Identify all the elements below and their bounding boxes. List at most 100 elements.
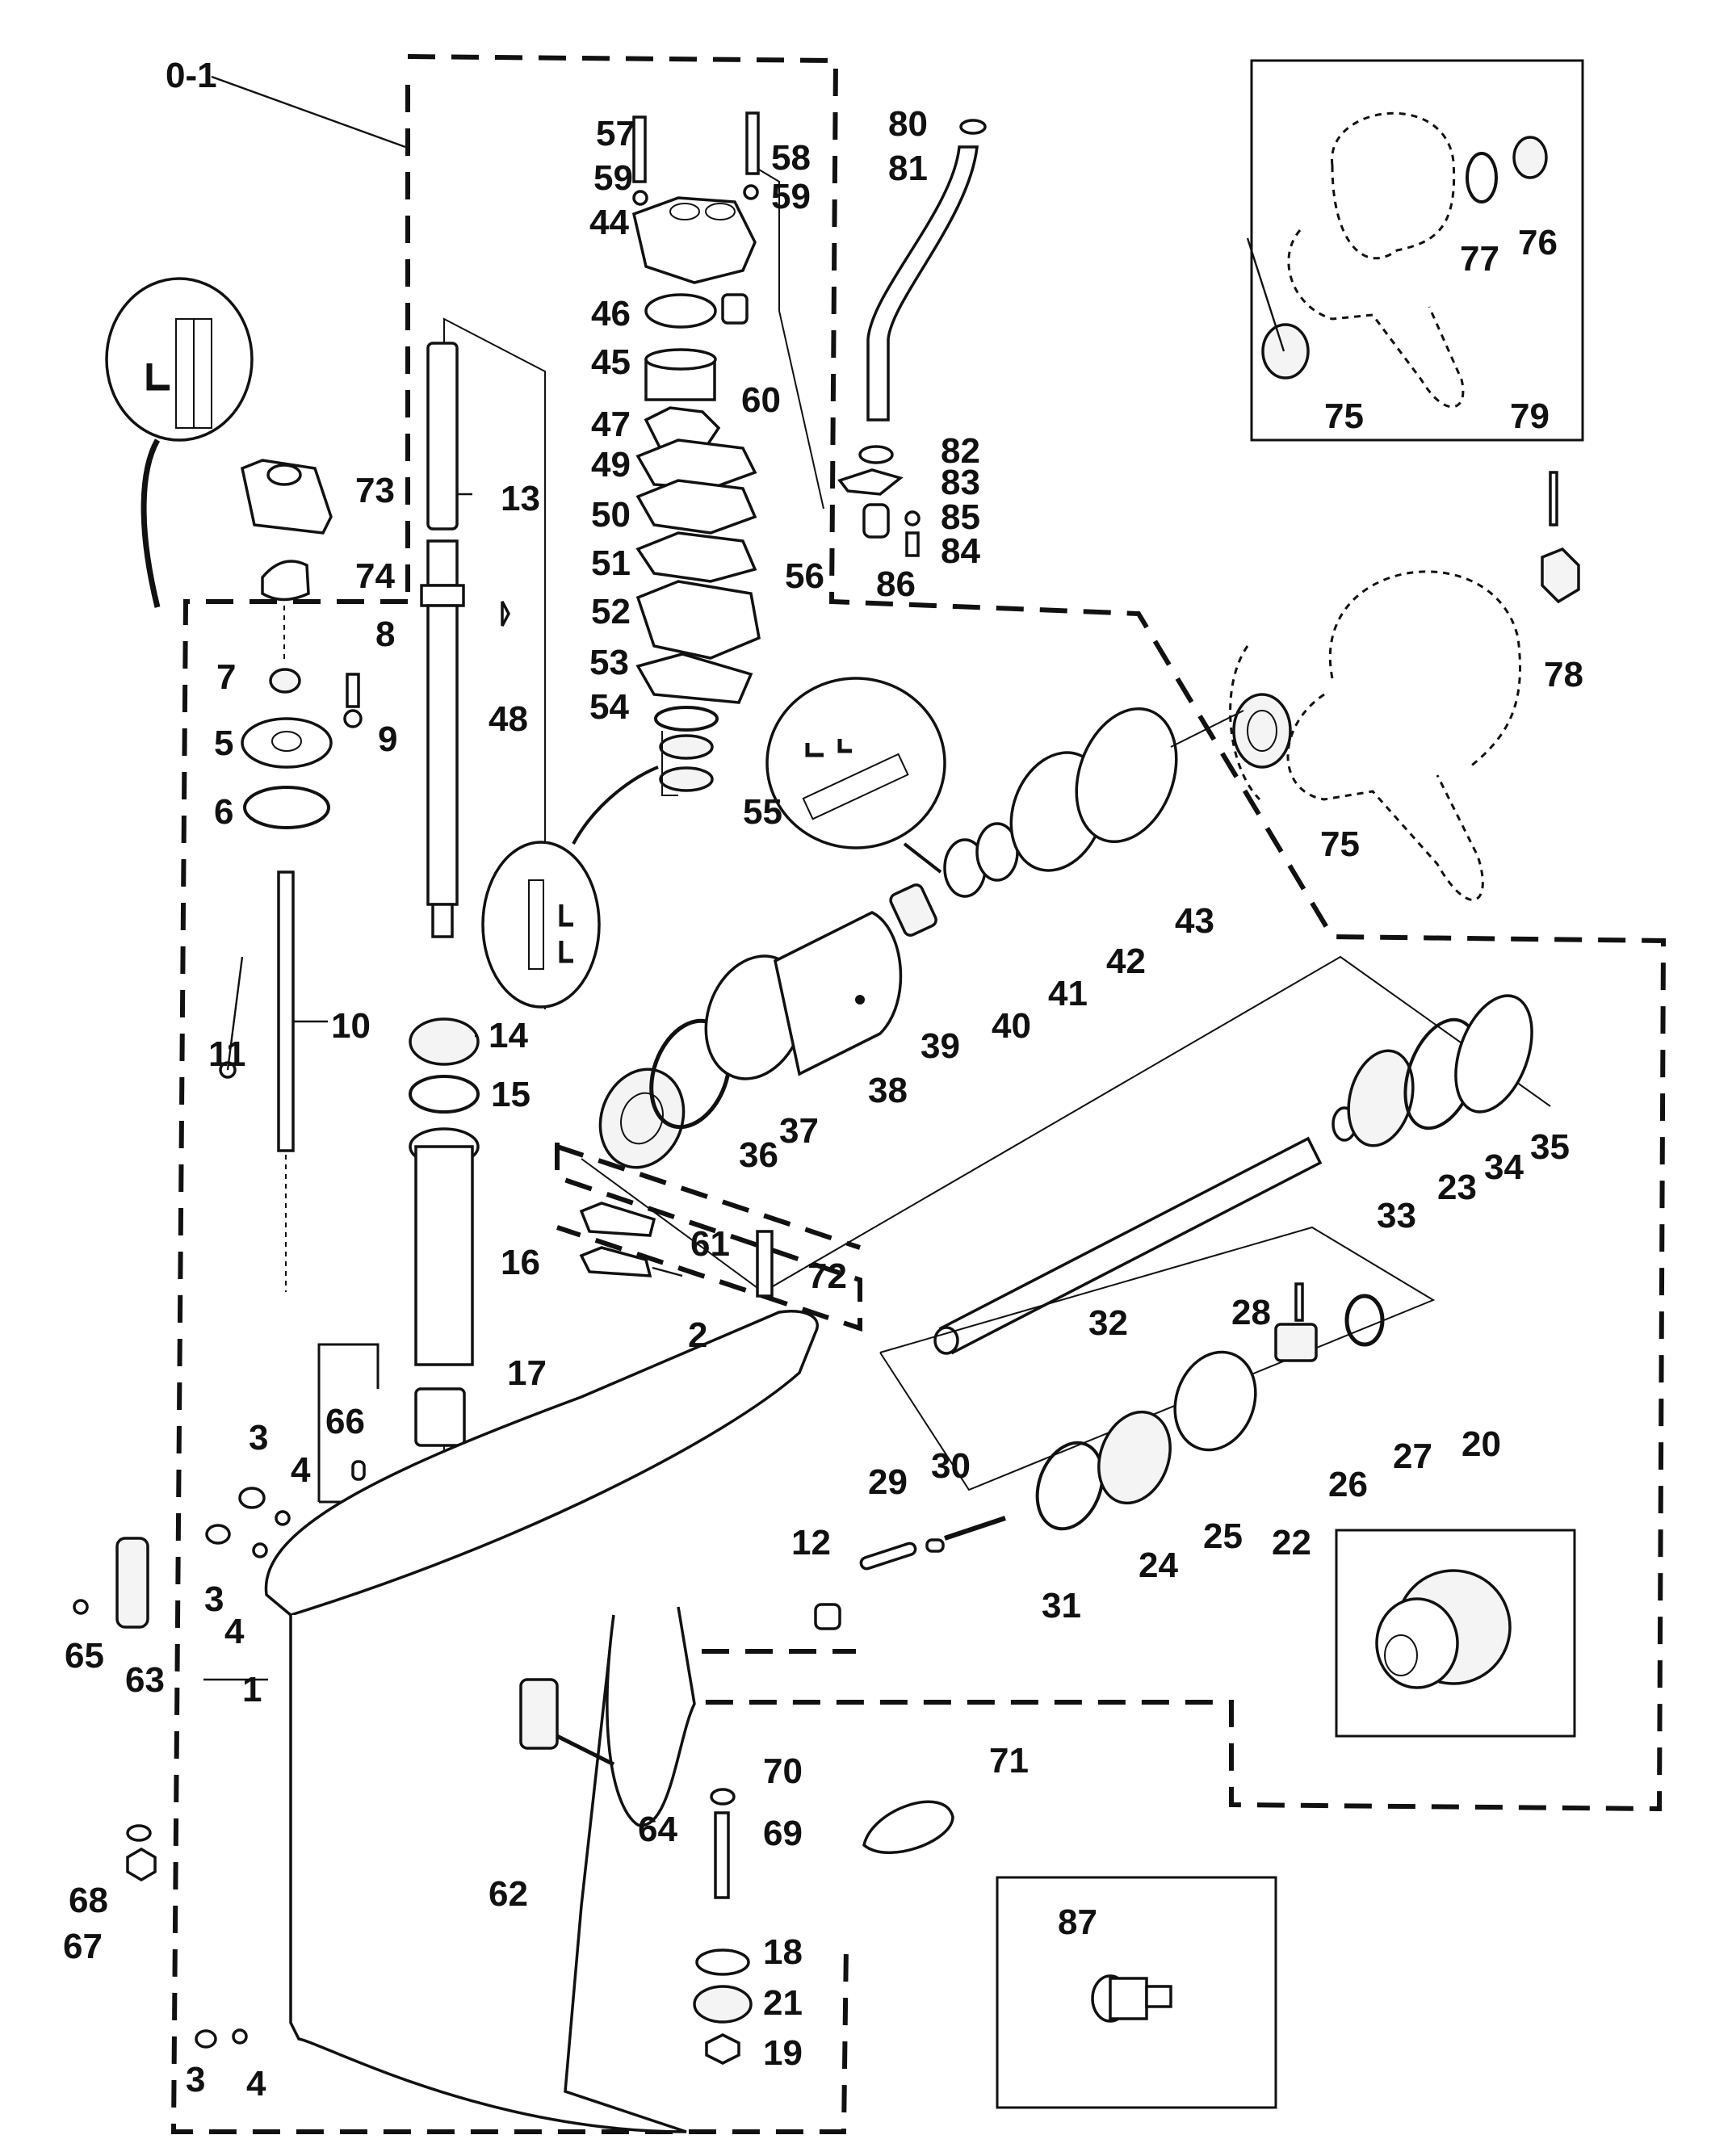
callout-76: 76 <box>1518 223 1558 262</box>
kit-outline-water-pump <box>170 54 1667 2134</box>
gear-set <box>1375 1569 1512 1689</box>
callout-11: 11 <box>208 1034 246 1074</box>
nut-19 <box>705 2033 740 2065</box>
washer-59a <box>632 190 648 206</box>
seal-60 <box>721 293 749 325</box>
retainer <box>1466 152 1498 203</box>
callout-57: 57 <box>596 114 635 153</box>
callout-52: 52 <box>591 592 631 631</box>
shim-24 <box>1035 1441 1105 1531</box>
callout-16: 16 <box>501 1243 540 1282</box>
callout-9: 9 <box>378 719 397 759</box>
stud <box>714 1811 730 1899</box>
callout-38: 38 <box>868 1071 908 1110</box>
hub <box>1512 136 1548 179</box>
assembly-label: 0-1 <box>166 56 217 95</box>
callout-83: 83 <box>941 463 980 502</box>
dowel-pin <box>351 1460 366 1481</box>
gasket-51 <box>635 531 757 583</box>
o-ring-35 <box>1454 994 1533 1114</box>
washer-4b <box>252 1542 268 1558</box>
callout-70: 70 <box>763 1751 803 1791</box>
callout-3: 3 <box>186 2060 205 2099</box>
callout-23: 23 <box>1437 1168 1477 1207</box>
callout-87: 87 <box>1058 1902 1097 1942</box>
screw-57 <box>632 115 647 183</box>
callout-53: 53 <box>589 643 629 682</box>
callout-59: 59 <box>593 158 633 198</box>
ball-39 <box>855 995 865 1005</box>
callout-21: 21 <box>763 1983 803 2023</box>
callout-75: 75 <box>1324 396 1364 436</box>
callout-42: 42 <box>1106 942 1146 981</box>
grommet-80 <box>959 119 987 135</box>
screw-64 <box>556 1734 615 1767</box>
callout-32: 32 <box>1088 1303 1128 1343</box>
callout-55: 55 <box>743 792 782 832</box>
face-plate <box>635 479 757 535</box>
water-pump-body <box>631 196 757 284</box>
callout-60: 60 <box>741 380 781 420</box>
callout-75: 75 <box>1320 824 1360 864</box>
clutch <box>1274 1323 1318 1362</box>
seal-detail-circle-right <box>765 677 946 874</box>
callout-14: 14 <box>489 1016 528 1055</box>
callout-62: 62 <box>489 1874 528 1914</box>
callout-51: 51 <box>591 543 631 583</box>
callout-7: 7 <box>216 657 236 697</box>
shift-cam <box>814 1603 841 1630</box>
callout-30: 30 <box>931 1446 971 1486</box>
callout-8: 8 <box>375 615 395 654</box>
callout-3: 3 <box>204 1579 224 1619</box>
callout-34: 34 <box>1484 1147 1524 1187</box>
callout-17: 17 <box>507 1353 547 1393</box>
screw-58 <box>745 111 760 175</box>
callout-12: 12 <box>791 1523 831 1562</box>
callout-37: 37 <box>779 1111 819 1151</box>
callout-63: 63 <box>125 1660 165 1700</box>
callout-78: 78 <box>1544 655 1583 694</box>
trim-tab <box>862 1800 954 1854</box>
thrust-hub-large <box>1232 693 1292 769</box>
callout-4: 4 <box>291 1450 311 1490</box>
callout-59: 59 <box>771 177 811 216</box>
callout-69: 69 <box>763 1814 803 1853</box>
callout-84: 84 <box>941 531 980 571</box>
shim <box>409 1075 480 1114</box>
forward-gear <box>1173 1350 1257 1452</box>
callout-24: 24 <box>1139 1546 1178 1585</box>
callout-25: 25 <box>1203 1516 1243 1556</box>
screw <box>346 673 360 708</box>
kit-outline-drive-shaft <box>555 1143 862 1332</box>
tapered-bearing <box>409 1017 480 1066</box>
callout-13: 13 <box>501 479 540 518</box>
oil-seal <box>269 668 301 694</box>
callout-33: 33 <box>1377 1196 1416 1235</box>
reverse-gear <box>1347 1049 1415 1147</box>
callout-66: 66 <box>325 1402 365 1441</box>
callout-10: 10 <box>331 1006 371 1046</box>
callout-28: 28 <box>1231 1293 1271 1332</box>
callout-74: 74 <box>355 556 395 596</box>
propeller-shaft <box>933 1136 1323 1355</box>
callout-39: 39 <box>921 1026 960 1066</box>
grommet <box>261 560 310 602</box>
callout-44: 44 <box>589 203 629 242</box>
prop-nut <box>1541 547 1580 604</box>
callout-61: 61 <box>690 1224 730 1264</box>
seal-detail-circle-left <box>105 277 254 608</box>
callout-48: 48 <box>489 699 528 739</box>
cover-nut <box>1075 707 1178 844</box>
washer-59b <box>743 184 759 200</box>
propeller-ghost-large <box>1229 570 1521 901</box>
speedometer-fitting <box>1091 1974 1172 2023</box>
callout-80: 80 <box>888 104 928 144</box>
pinion-gear <box>693 1985 753 2024</box>
callout-85: 85 <box>941 497 980 537</box>
callout-40: 40 <box>992 1006 1031 1046</box>
screw-3c <box>195 2029 217 2049</box>
water-inlet-screen-62 <box>519 1678 559 1750</box>
pin-28 <box>1294 1282 1304 1322</box>
callout-4: 4 <box>246 2064 266 2104</box>
callout-4: 4 <box>224 1612 245 1651</box>
